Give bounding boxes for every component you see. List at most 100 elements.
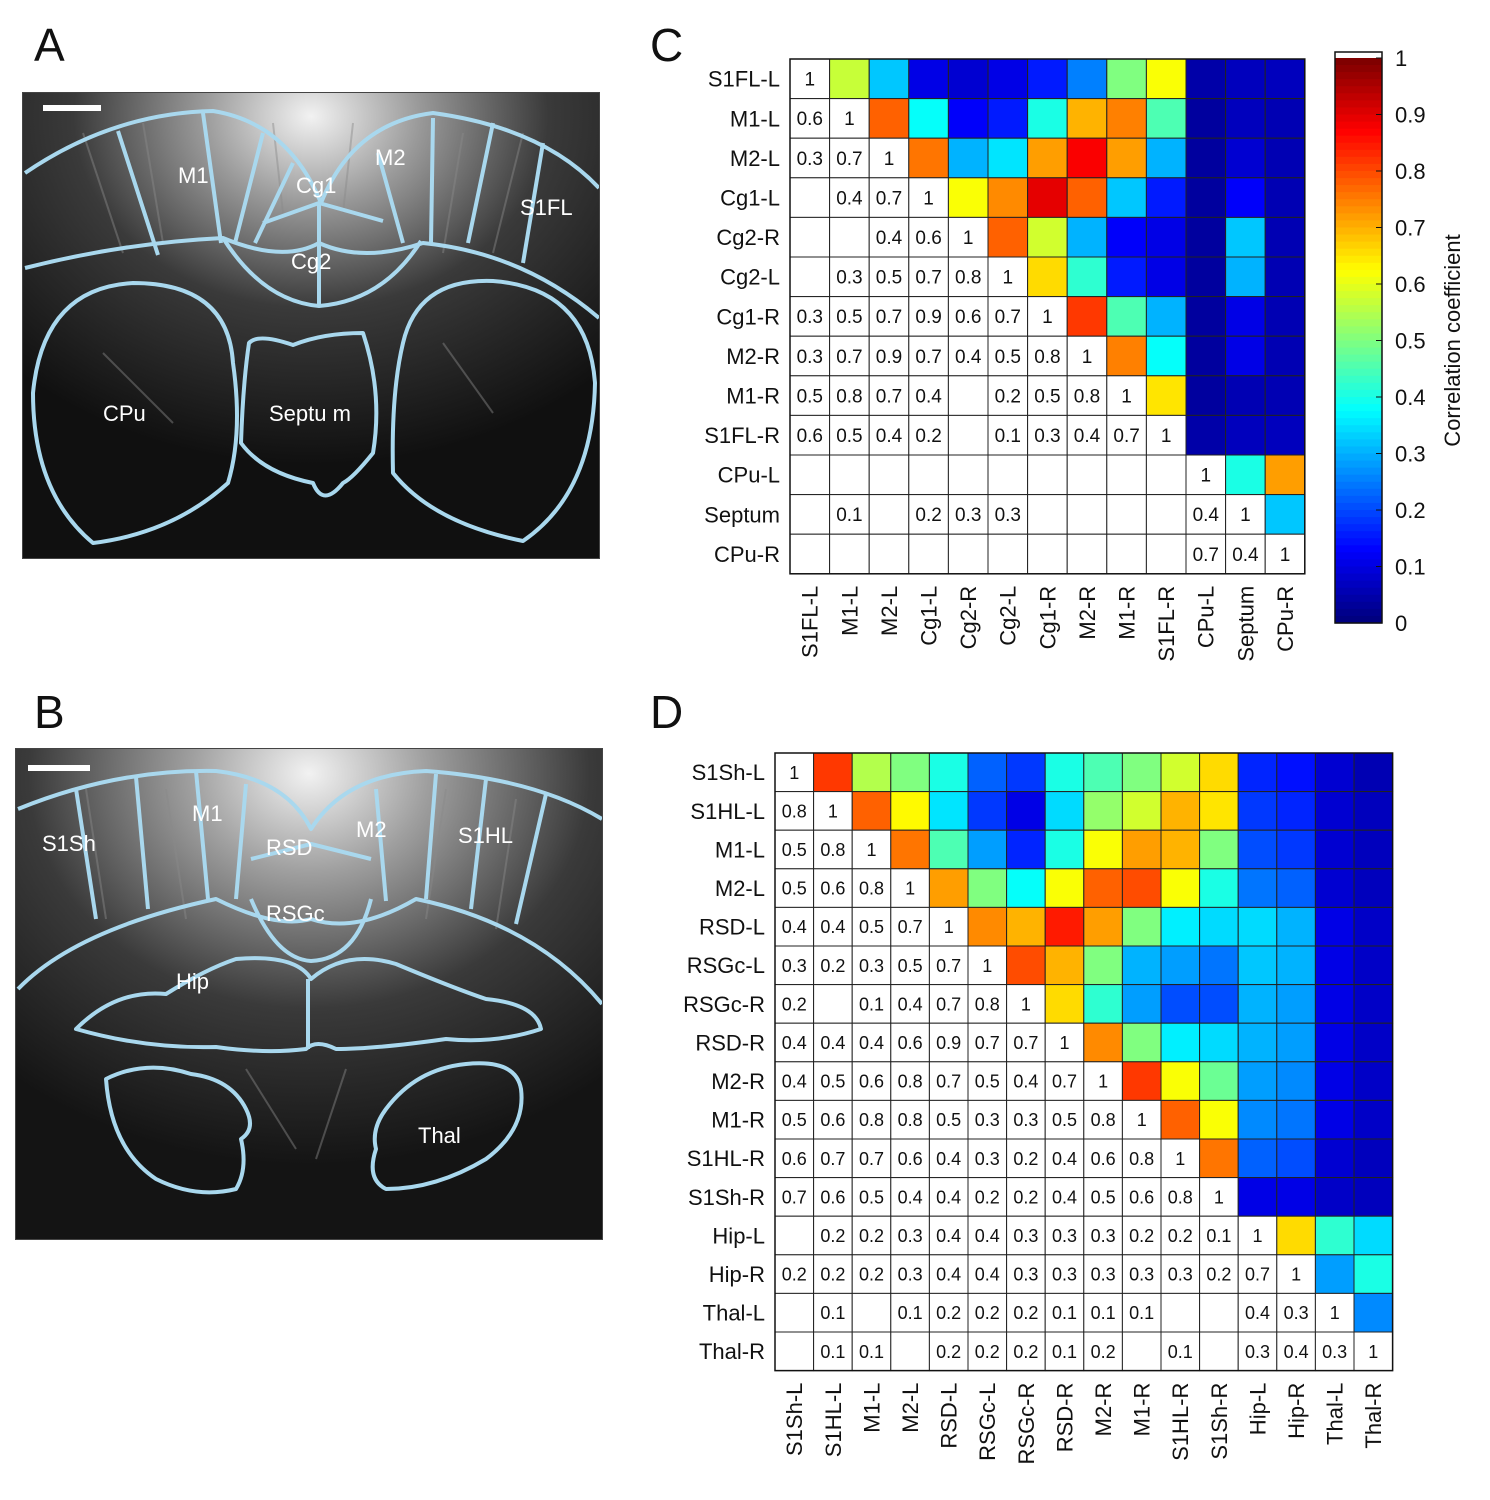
row-label: M2-L: [730, 146, 780, 171]
cell-value-label: 0.2: [1013, 1342, 1038, 1362]
heatmap-cell: [1185, 58, 1227, 100]
colorbar-swatch: [1335, 397, 1382, 405]
heatmap-cell: [1264, 414, 1306, 456]
heatmap-cell: [1006, 945, 1046, 986]
cell-value-label: 0.2: [820, 1226, 845, 1246]
heatmap-cell: [890, 984, 930, 1024]
heatmap-cell: [908, 216, 949, 258]
cell-value-label: 0.6: [915, 228, 941, 249]
heatmap-cell: [1160, 984, 1201, 1024]
cell-value-label: 0.7: [915, 347, 941, 368]
heatmap-cell: [1160, 1215, 1201, 1256]
colorbar-border: [1334, 51, 1383, 624]
colorbar-tick-label: 0: [1395, 611, 1407, 636]
colorbar-swatch: [1335, 460, 1382, 469]
row-label: Cg2-L: [720, 265, 780, 290]
colorbar-swatch: [1335, 65, 1382, 73]
cell-value-label: 0.3: [1091, 1265, 1116, 1285]
heatmap-cell: [967, 1331, 1008, 1372]
column-label: M2-L: [877, 586, 902, 636]
heatmap-cell: [947, 494, 989, 535]
cell-value-label: 0.5: [820, 1072, 845, 1092]
heatmap-cell: [908, 494, 949, 535]
heatmap-cell: [1044, 984, 1085, 1024]
heatmap-cell: [1199, 791, 1239, 831]
heatmap-cell: [789, 454, 831, 496]
cell-value-label: 0.4: [898, 1187, 923, 1207]
heatmap-cell: [1185, 414, 1227, 456]
heatmap-cell: [1121, 906, 1162, 947]
cell-value-label: 0.4: [1284, 1342, 1309, 1362]
cell-value-label: 0.5: [797, 386, 823, 407]
colorbar-swatch: [1335, 474, 1382, 483]
cell-value-label: 1: [1161, 426, 1172, 447]
heatmap-cell: [1276, 1061, 1316, 1101]
heatmap-cell: [947, 177, 989, 218]
cell-value-label: 0.8: [898, 1072, 923, 1092]
cell-value-label: 0.6: [859, 1072, 884, 1092]
colorbar-swatch: [1335, 206, 1382, 214]
heatmap-cell: [1314, 1022, 1355, 1063]
cell-value-label: 0.7: [936, 994, 961, 1014]
column-label: S1HL-R: [1168, 1383, 1193, 1461]
heatmap-cell: [1145, 454, 1187, 496]
heatmap-cell: [1237, 1292, 1278, 1333]
cell-value-label: 0.7: [898, 917, 923, 937]
heatmap-cell: [1199, 1138, 1239, 1179]
heatmap-cell: [1160, 906, 1201, 947]
heatmap-cell: [908, 533, 949, 575]
heatmap-cell: [1145, 137, 1187, 179]
colorbar-swatch: [1335, 432, 1382, 440]
colorbar-swatch: [1335, 411, 1382, 419]
heatmap-cell: [789, 256, 831, 298]
heatmap-cell: [829, 58, 870, 100]
colorbar-swatch: [1335, 178, 1382, 186]
region-label-cpu: CPu: [103, 401, 146, 426]
cell-value-label: 1: [828, 801, 838, 821]
cell-value-label: 1: [1021, 994, 1031, 1014]
heatmap-cell: [1185, 98, 1227, 139]
region-label-s1fl: S1FL: [520, 195, 573, 220]
heatmap-cell: [1121, 1177, 1162, 1217]
heatmap-cell: [1276, 1215, 1316, 1256]
cell-value-label: 0.3: [975, 1110, 1000, 1130]
heatmap-cell: [1237, 1138, 1278, 1179]
colorbar-swatch: [1335, 185, 1382, 193]
heatmap-cell: [774, 829, 815, 870]
heatmap-cell: [967, 791, 1008, 831]
heatmap-cell: [1264, 494, 1306, 535]
heatmap-cell: [1106, 375, 1147, 416]
heatmap-cell: [1276, 752, 1316, 793]
heatmap-cell: [1044, 752, 1085, 793]
colorbar-swatch: [1335, 93, 1382, 101]
heatmap-cell: [1199, 1061, 1239, 1101]
cell-value-label: 1: [905, 879, 915, 899]
heatmap-cell: [1225, 454, 1266, 496]
cell-value-label: 1: [1175, 1149, 1185, 1169]
cell-value-label: 0.4: [936, 1226, 961, 1246]
heatmap-cell: [1276, 984, 1316, 1024]
heatmap-cell: [1225, 177, 1266, 218]
heatmap-cell: [1121, 984, 1162, 1024]
heatmap-cell: [1044, 868, 1085, 908]
heatmap-cell: [813, 1215, 853, 1256]
cell-value-label: 0.3: [1013, 1265, 1038, 1285]
cell-value-label: 0.4: [898, 994, 923, 1014]
heatmap-cell: [813, 752, 853, 793]
heatmap-cell: [967, 906, 1008, 947]
heatmap-cell: [813, 1022, 853, 1063]
colorbar-swatch: [1335, 149, 1382, 158]
cell-value-label: 1: [1330, 1303, 1340, 1323]
cell-value-label: 1: [844, 109, 855, 130]
heatmap-cell: [1264, 98, 1306, 139]
column-label: RSD-L: [937, 1383, 962, 1449]
heatmap-cell: [868, 58, 910, 100]
heatmap-cell: [928, 868, 969, 908]
row-label: Cg2-R: [716, 225, 780, 250]
cell-value-label: 0.1: [995, 426, 1021, 447]
heatmap-cell: [1264, 296, 1306, 337]
colorbar-swatch: [1335, 404, 1382, 412]
heatmap-cell: [1044, 945, 1085, 986]
heatmap-cell: [1199, 868, 1239, 908]
